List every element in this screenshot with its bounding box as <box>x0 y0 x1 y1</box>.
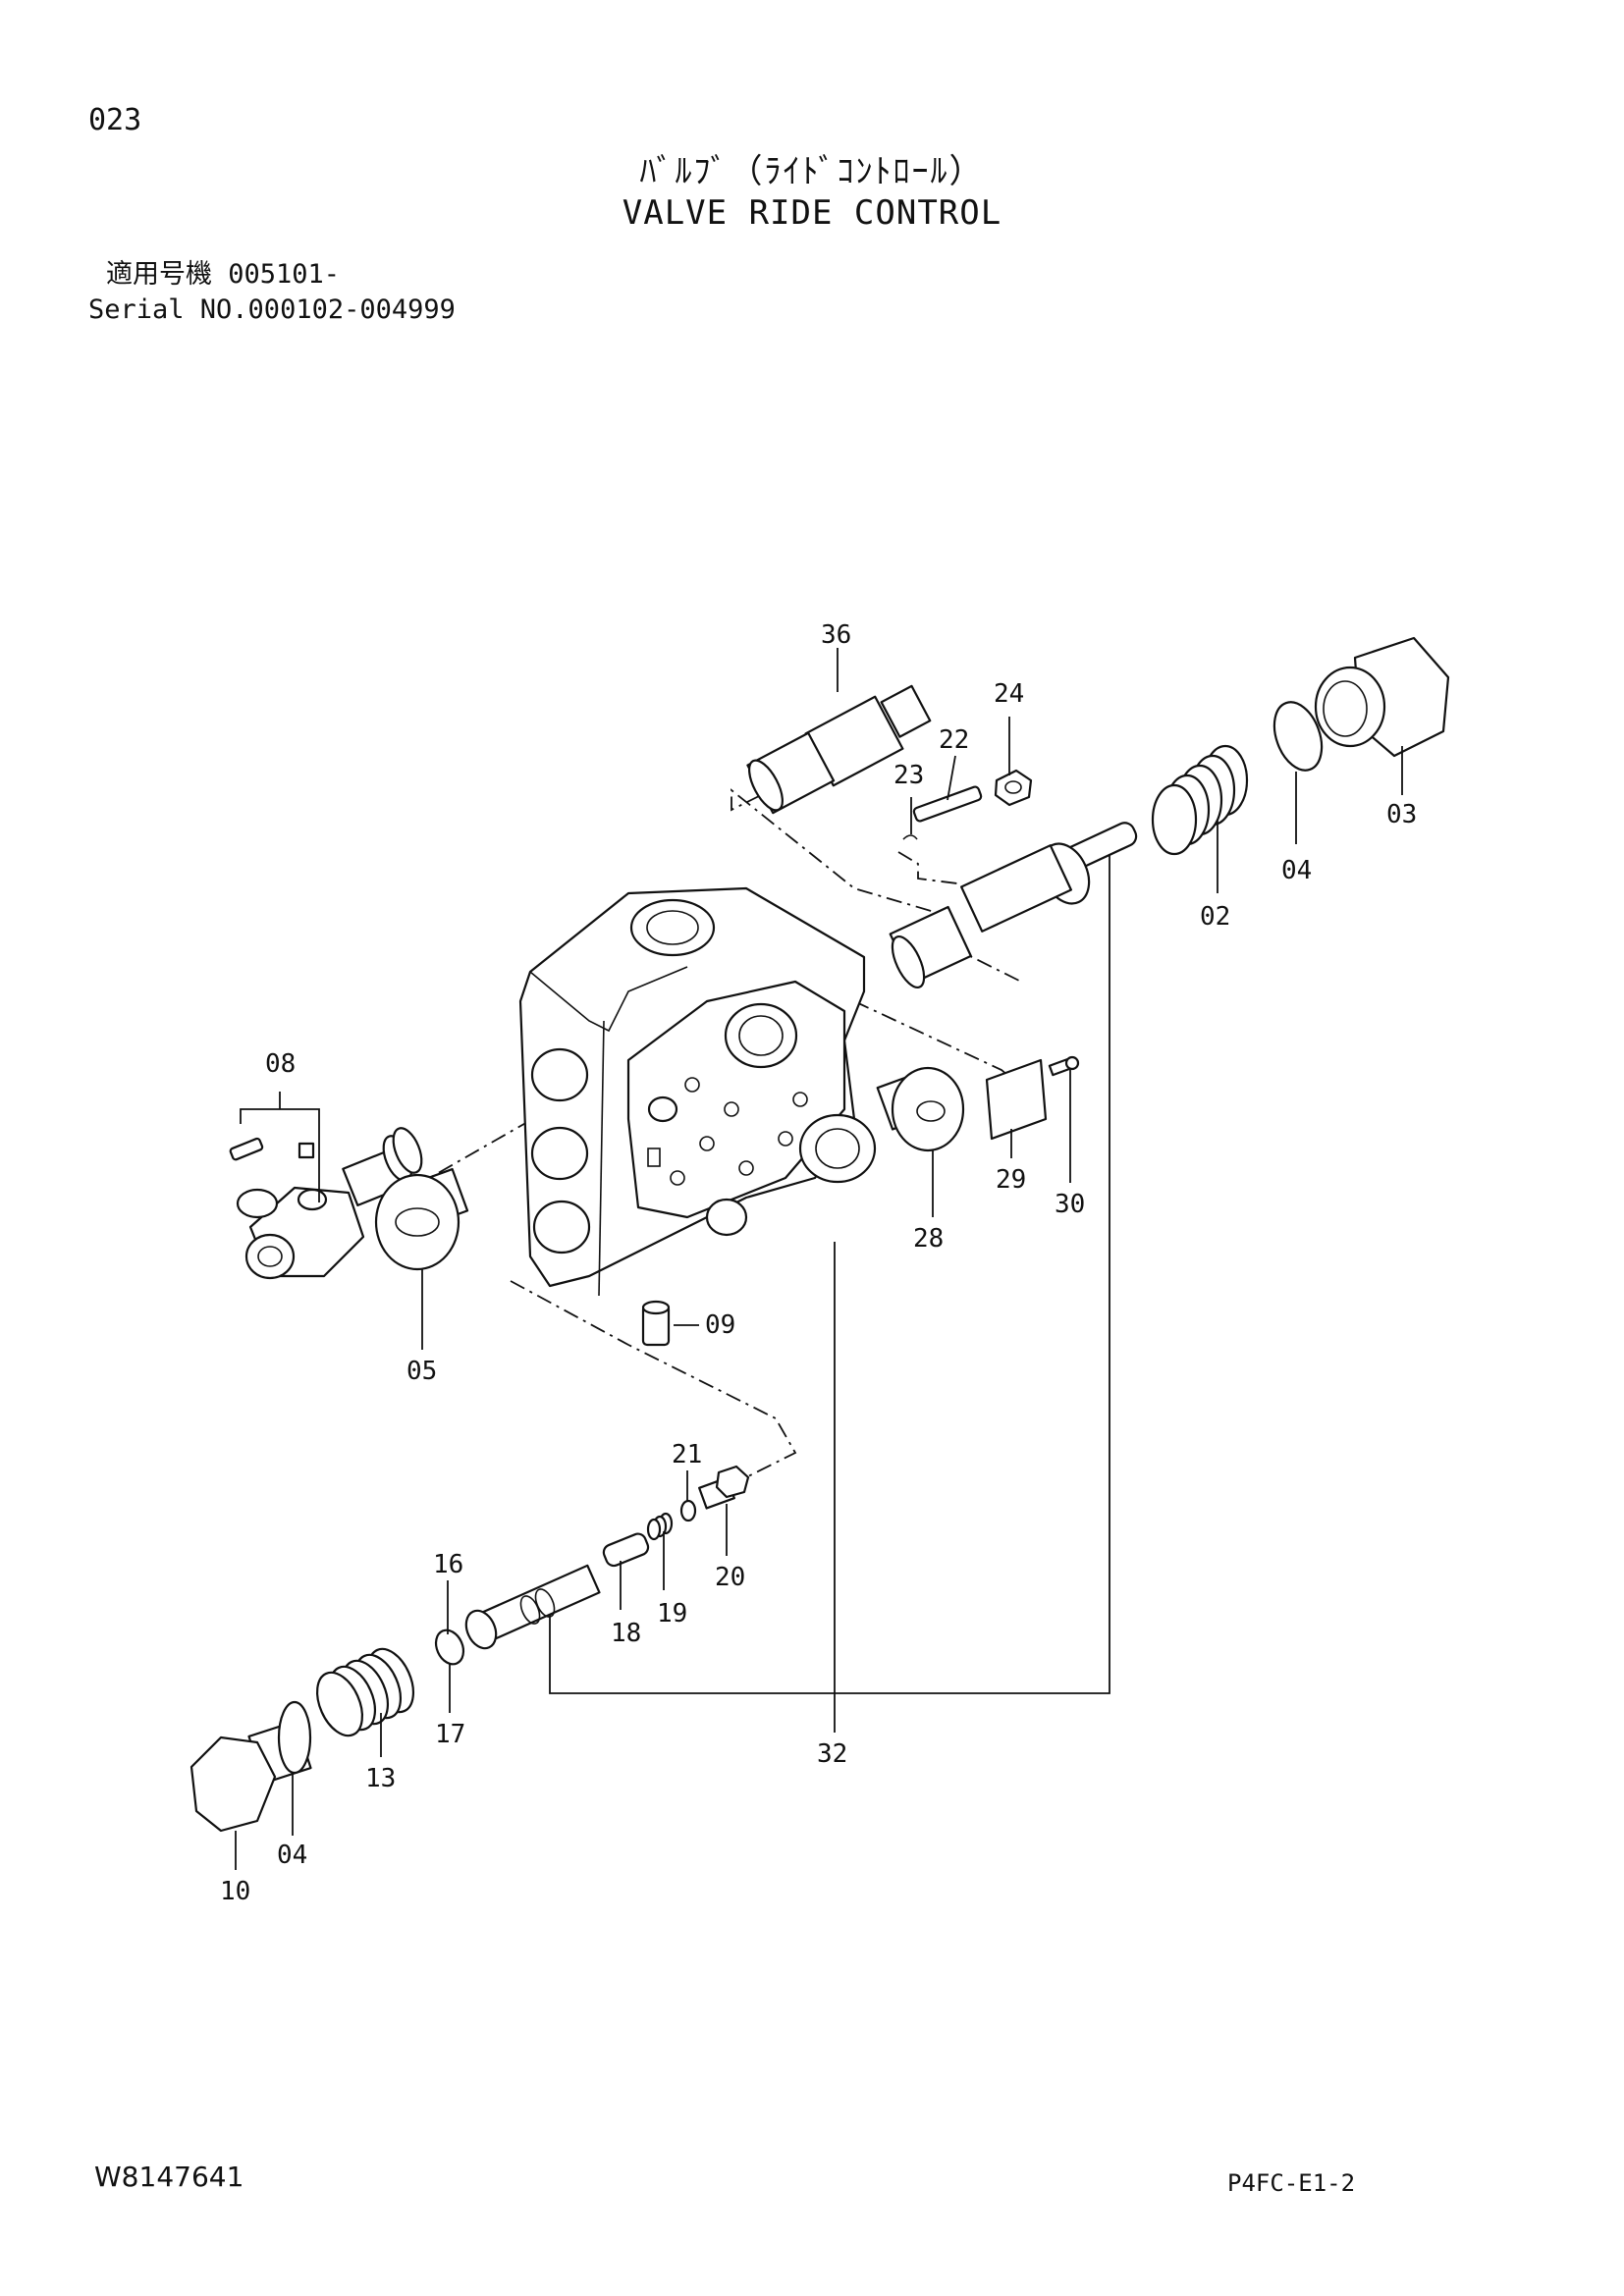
part-36-sensor <box>746 684 932 815</box>
label-08: 08 <box>265 1049 296 1079</box>
serial-range: Serial NO.000102-004999 <box>88 294 456 325</box>
label-18: 18 <box>611 1619 641 1648</box>
label-04-lower: 04 <box>277 1841 307 1870</box>
applicable-serial-japanese: 適用号機 005101- <box>106 259 341 290</box>
part-30-screw <box>1048 1055 1080 1077</box>
part-28-plug <box>876 1066 965 1152</box>
part-number-labels: 36 24 22 23 03 04 02 08 29 30 28 09 05 2… <box>220 620 1417 1906</box>
label-16: 16 <box>433 1550 463 1579</box>
part-03-plug <box>1314 636 1450 758</box>
label-20: 20 <box>715 1563 745 1592</box>
label-05: 05 <box>406 1357 437 1386</box>
valve-body <box>518 886 877 1297</box>
leader-lines <box>235 648 1403 1870</box>
part-08-solenoid-valve <box>229 1127 423 1280</box>
label-22: 22 <box>939 725 969 755</box>
part-02-spring <box>1151 744 1249 856</box>
part-04-o-ring <box>1272 701 1324 772</box>
label-09: 09 <box>705 1310 735 1340</box>
label-23: 23 <box>893 761 924 790</box>
part-09-plug <box>641 1300 671 1347</box>
label-02: 02 <box>1200 902 1230 932</box>
title-japanese: ﾊﾞﾙﾌﾞ（ﾗｲﾄﾞｺﾝﾄﾛｰﾙ） <box>639 152 985 191</box>
part-18-piston <box>602 1532 650 1568</box>
label-36: 36 <box>821 620 851 650</box>
label-32: 32 <box>817 1739 847 1769</box>
label-21: 21 <box>672 1440 702 1469</box>
spool-assembly-upper <box>889 822 1138 988</box>
label-29: 29 <box>996 1165 1026 1195</box>
part-17-ring <box>434 1629 465 1666</box>
page-number: 023 <box>88 103 142 137</box>
label-24: 24 <box>994 679 1024 709</box>
spool-assembly-lower <box>464 1564 601 1650</box>
label-19: 19 <box>657 1599 687 1629</box>
part-21-o-ring <box>679 1499 697 1522</box>
part-05-plug <box>374 1167 469 1271</box>
part-22-23-24-small-parts <box>902 769 1033 840</box>
part-10-plug <box>189 1700 312 1833</box>
sheet-code: P4FC-E1-2 <box>1227 2169 1356 2197</box>
label-28: 28 <box>913 1224 944 1254</box>
part-13-spring <box>315 1647 415 1737</box>
part-20-plug <box>698 1465 750 1510</box>
label-17: 17 <box>435 1720 465 1749</box>
label-03: 03 <box>1386 800 1417 829</box>
label-10: 10 <box>220 1877 250 1906</box>
document-code: W8147641 <box>94 2161 244 2193</box>
part-19-spring <box>646 1512 674 1541</box>
title-english: VALVE RIDE CONTROL <box>622 193 1002 233</box>
label-04-upper: 04 <box>1281 856 1312 885</box>
label-30: 30 <box>1055 1190 1085 1219</box>
part-29-plate <box>985 1058 1048 1141</box>
label-13: 13 <box>365 1764 396 1793</box>
